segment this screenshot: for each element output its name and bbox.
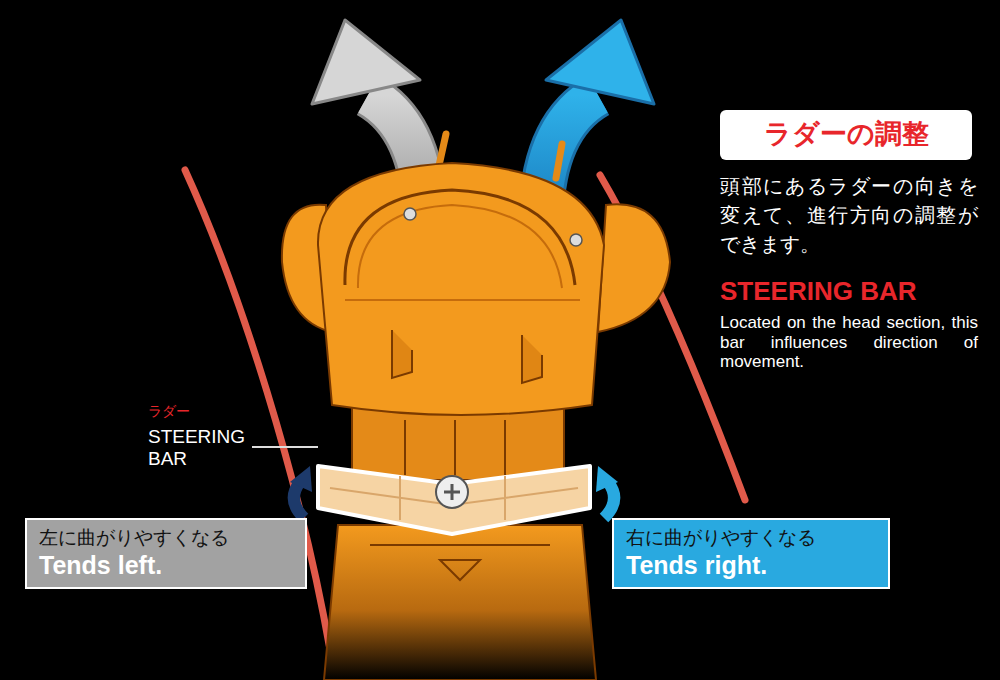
neck-ribs <box>405 420 505 475</box>
direction-box: 右に曲がりやすくなるTends right. <box>612 518 890 589</box>
part-name: STEERING BAR <box>148 426 248 470</box>
hook <box>522 335 542 383</box>
antenna <box>556 144 562 178</box>
head-detail <box>345 299 580 301</box>
bar-screw-cross <box>444 484 460 500</box>
turn-left-arrow-head <box>290 466 312 492</box>
box-subtext: Tends right. <box>626 550 876 581</box>
box-text: ラダーの調整 <box>730 118 962 152</box>
bar-screw <box>436 476 468 508</box>
leader-line <box>252 446 318 448</box>
robot-body <box>324 525 596 680</box>
box-text: 右に曲がりやすくなる <box>626 526 876 550</box>
right-arrow-head <box>546 20 654 104</box>
steering-bar <box>318 466 590 534</box>
turn-right-arrow-head <box>596 466 618 492</box>
part-name: ラダー <box>148 403 248 420</box>
box-text: 左に曲がりやすくなる <box>39 526 293 550</box>
screw <box>570 234 582 246</box>
section-heading: STEERING BAR <box>720 277 982 307</box>
description-text: 頭部にあるラダーの向きを変えて、進行方向の調整ができます。 <box>720 172 978 259</box>
direction-box: 左に曲がりやすくなるTends left. <box>25 518 307 589</box>
heading-box: ラダーの調整 <box>720 110 972 160</box>
description-text: Located on the head section, this bar in… <box>720 313 978 372</box>
head-frame <box>358 205 562 288</box>
right-ear <box>598 204 670 332</box>
hook <box>392 330 412 378</box>
robot-head <box>318 163 604 415</box>
box-subtext: Tends left. <box>39 550 293 581</box>
left-arrow-head <box>312 20 420 104</box>
screw <box>404 208 416 220</box>
body-detail <box>370 545 550 580</box>
bar-detail <box>330 476 578 520</box>
